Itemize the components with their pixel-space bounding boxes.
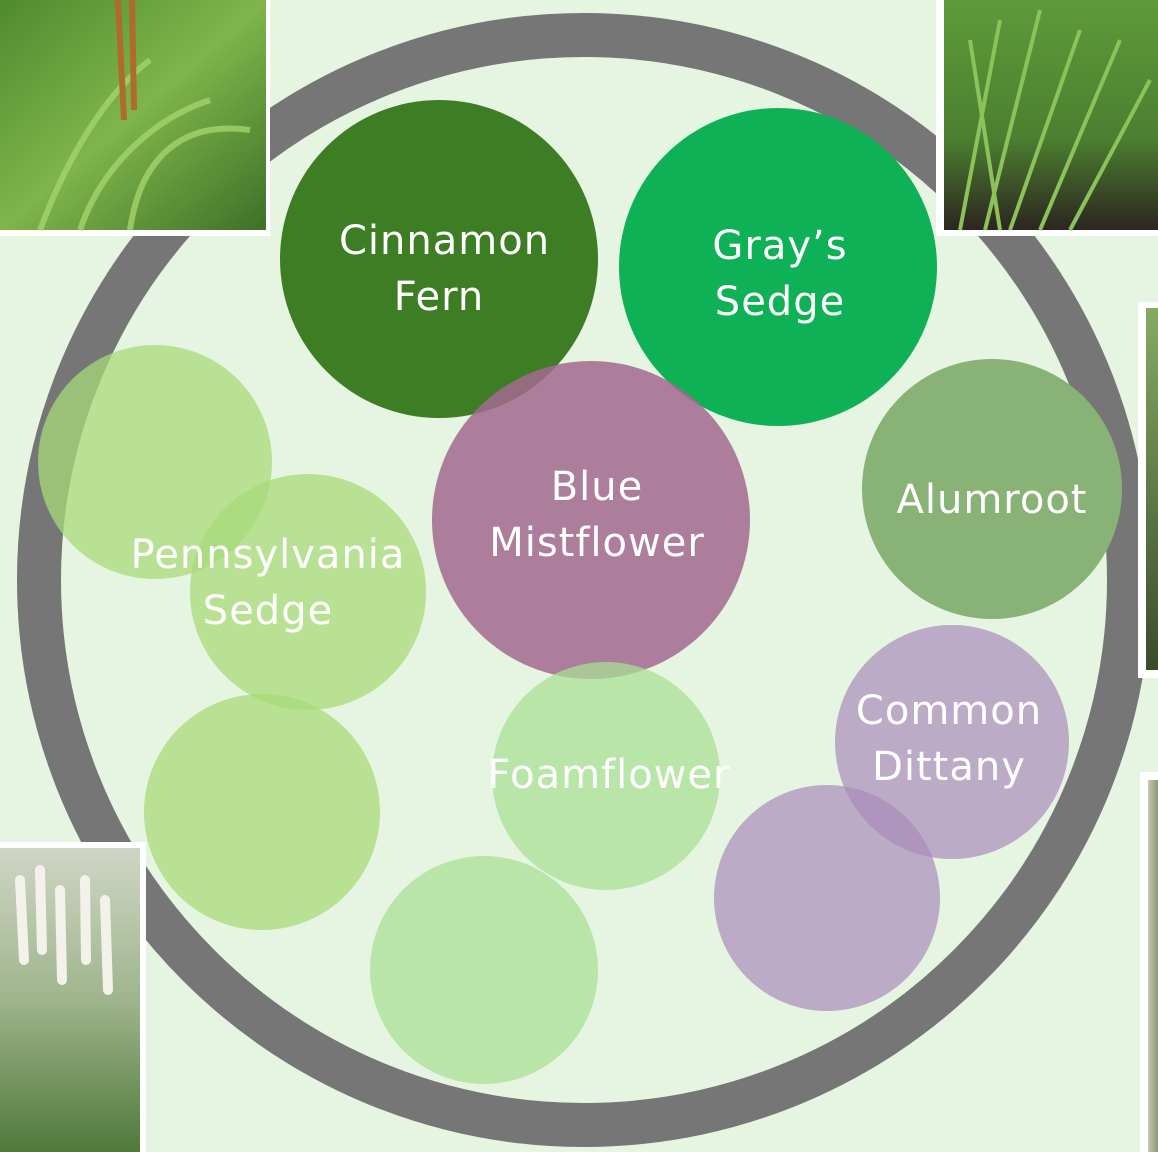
pennsylvania-sedge-line-2: Sedge: [202, 588, 334, 634]
grays-sedge-circle: [619, 108, 937, 426]
pennsylvania-sedge-label: Pennsylvania Sedge: [128, 527, 408, 639]
foamflower-clump-1: [492, 662, 720, 890]
pennsylvania-sedge-clump-2: [190, 474, 426, 710]
cinnamon-fern-label: Cinnamon Fern: [339, 213, 551, 325]
common-dittany-line-1: Common: [855, 688, 1043, 734]
blue-mistflower-line-2: Mistflower: [489, 520, 705, 566]
foamflower-line-1: Foamflower: [487, 752, 731, 798]
blue-mistflower-line-1: Blue: [550, 464, 644, 510]
foamflower-photo: [0, 842, 146, 1152]
grays-sedge-photo: [936, 0, 1158, 236]
common-dittany-clump-2: [714, 785, 940, 1011]
dittany-photo: [1140, 772, 1158, 1152]
pennsylvania-sedge-clump-3: [144, 694, 380, 930]
alumroot-circle: [862, 359, 1122, 619]
grays-sedge-label: Gray’s Sedge: [680, 218, 880, 330]
blue-mistflower-circle: [432, 361, 750, 679]
alumroot-line-1: Alumroot: [896, 477, 1088, 523]
common-dittany-line-2: Dittany: [872, 744, 1026, 790]
grays-sedge-line-1: Gray’s: [712, 223, 848, 269]
common-dittany-clump-1: [835, 625, 1069, 859]
alumroot-photo: [1138, 302, 1158, 678]
cinnamon-fern-photo: [0, 0, 270, 236]
grays-sedge-line-2: Sedge: [714, 279, 846, 325]
cinnamon-fern-circle: [280, 100, 598, 418]
common-dittany-label: Common Dittany: [844, 683, 1054, 795]
foamflower-label: Foamflower: [484, 747, 734, 803]
pennsylvania-sedge-clump-1: [38, 345, 272, 579]
alumroot-label: Alumroot: [882, 472, 1102, 528]
cinnamon-fern-line-1: Cinnamon: [339, 218, 551, 264]
blue-mistflower-label: Blue Mistflower: [472, 459, 722, 571]
garden-ring: [17, 13, 1151, 1147]
pennsylvania-sedge-line-1: Pennsylvania: [130, 532, 406, 578]
cinnamon-fern-line-2: Fern: [393, 274, 485, 320]
foamflower-clump-2: [370, 856, 598, 1084]
